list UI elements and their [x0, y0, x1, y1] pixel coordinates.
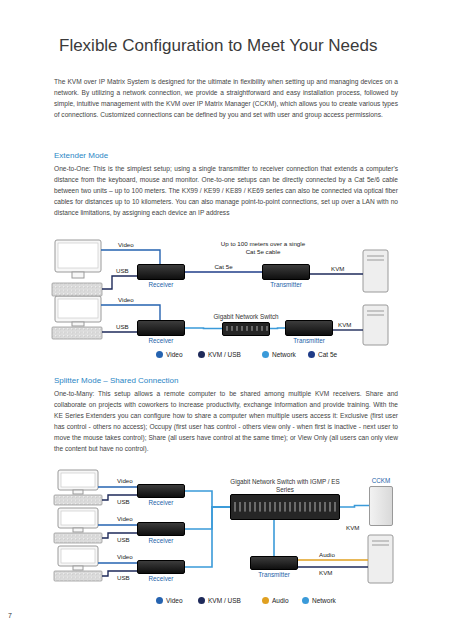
device-label: Gigabit Network Switch with IGMP / ES Se… [229, 477, 341, 494]
device-body [285, 320, 333, 336]
legend-swatch [156, 597, 163, 604]
connector [185, 327, 222, 329]
device-body [137, 264, 185, 280]
device-label: Gigabit Network Switch [213, 312, 278, 322]
device-label: Receiver [149, 498, 174, 508]
extender-unit: Transmitter [262, 264, 310, 290]
legend-text: Cat 5e [318, 351, 337, 358]
section-heading: Extender Mode [54, 151, 108, 160]
signal-label: Video [116, 553, 134, 560]
signal-label: Video [117, 296, 135, 303]
legend-text: Network [312, 597, 336, 604]
connector [185, 507, 230, 567]
signal-label: USB [116, 498, 131, 505]
extender-unit: Receiver [137, 560, 185, 584]
edge-label: Cat 5e [213, 263, 233, 270]
computer-node: CCKM [369, 476, 393, 526]
device-body [230, 494, 340, 520]
device-label: Transmitter [258, 570, 290, 580]
body-text: The KVM over IP Matrix System is designe… [54, 76, 398, 120]
extender-unit: Transmitter [285, 320, 333, 346]
connector [340, 506, 369, 508]
legend-swatch [156, 351, 163, 358]
extender-unit: Receiver [137, 522, 185, 546]
legend-item: Network [302, 597, 336, 604]
legend-swatch [262, 597, 269, 604]
device-body [250, 556, 298, 570]
legend-text: KVM / USB [208, 597, 241, 604]
device-label: Transmitter [293, 336, 325, 346]
legend-swatch [198, 351, 205, 358]
signal-label: USB [115, 323, 130, 330]
device-label: Receiver [149, 280, 174, 290]
network-switch: Gigabit Network Switch [213, 312, 278, 336]
signal-label: KVM [330, 265, 345, 272]
keyboard [52, 283, 102, 581]
legend-item: KVM / USB [198, 597, 241, 604]
device-label: Receiver [149, 536, 174, 546]
legend-item: KVM / USB [198, 351, 241, 358]
legend-item: Audio [262, 597, 289, 604]
body-text: One-to-Many: This setup allows a remote … [54, 388, 398, 454]
signal-label: USB [116, 574, 131, 581]
device-body [137, 560, 185, 574]
body-text: One-to-One: This is the simplest setup; … [54, 163, 398, 218]
connector [185, 491, 230, 507]
legend-item: Cat 5e [308, 351, 337, 358]
network-switch: Gigabit Network Switch with IGMP / ES Se… [229, 477, 341, 520]
legend-text: Video [166, 351, 183, 358]
connector [270, 327, 285, 329]
device-body [137, 320, 185, 336]
legend-swatch [198, 597, 205, 604]
computer-body [369, 486, 393, 526]
device-body [222, 322, 270, 336]
device-body [262, 264, 310, 280]
device-body [137, 522, 185, 536]
legend-swatch [308, 351, 315, 358]
signal-label: KVM [345, 524, 360, 531]
distance-note: Up to 100 meters over a single Cat 5e ca… [218, 240, 308, 256]
legend-item: Video [156, 597, 183, 604]
device-body [137, 484, 185, 498]
legend-swatch [302, 597, 309, 604]
connector [185, 271, 262, 273]
legend-text: Audio [272, 597, 289, 604]
signal-label: USB [116, 536, 131, 543]
signal-label: USB [115, 267, 130, 274]
section-heading: Splitter Mode – Shared Connection [54, 376, 179, 385]
device-label: Transmitter [270, 280, 302, 290]
signal-label: Video [116, 477, 134, 484]
legend-text: Video [166, 597, 183, 604]
extender-unit: Transmitter [250, 556, 298, 580]
connector [185, 507, 230, 529]
signal-label: Video [116, 515, 134, 522]
signal-label: Audio [318, 551, 336, 558]
legend-item: Video [156, 351, 183, 358]
signal-label: KVM [337, 321, 352, 328]
device-label: CCKM [372, 476, 391, 486]
extender-unit: Receiver [137, 484, 185, 508]
signal-label: KVM [318, 569, 333, 576]
page-title: Flexible Configuration to Meet Your Need… [59, 36, 377, 56]
legend-text: KVM / USB [208, 351, 241, 358]
signal-label: Video [117, 241, 135, 248]
page-number: 7 [8, 612, 12, 619]
extender-unit: Receiver [137, 264, 185, 290]
legend-text: Network [272, 351, 296, 358]
connector [273, 520, 275, 556]
legend-swatch [262, 351, 269, 358]
device-label: Receiver [149, 336, 174, 346]
device-label: Receiver [149, 574, 174, 584]
legend-item: Network [262, 351, 296, 358]
extender-unit: Receiver [137, 320, 185, 346]
audio-wire [298, 559, 368, 560]
